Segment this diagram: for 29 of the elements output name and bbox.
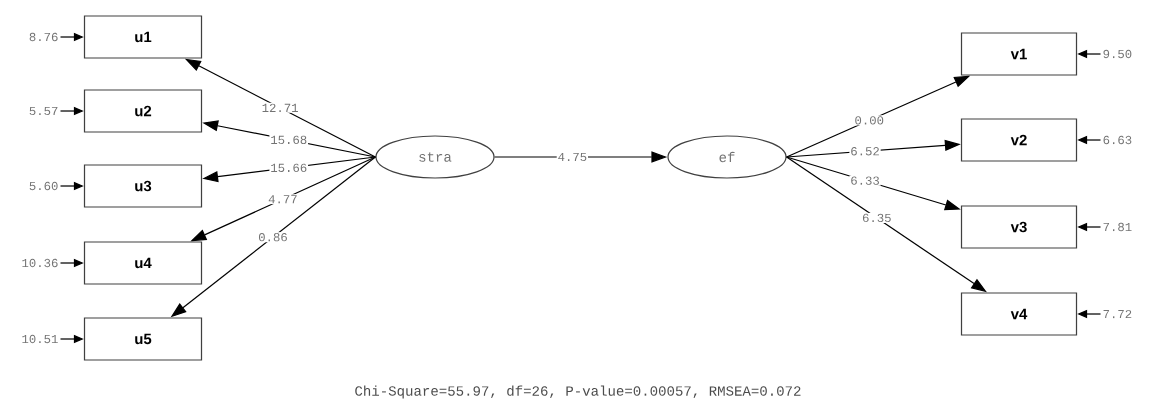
- variable-box: u2: [83, 89, 203, 133]
- variable-box: v2: [960, 118, 1078, 162]
- variable-box: u1: [83, 15, 203, 59]
- error-value: 9.50: [1103, 49, 1132, 59]
- caption: Chi-Square=55.97, df=26, P-value=0.00057, RMSEA=0.072: [355, 385, 801, 399]
- error-value: 5.57: [29, 106, 58, 116]
- edge-label: 0.00: [853, 115, 885, 126]
- edge-label: 6.35: [861, 212, 893, 223]
- error-value: 6.63: [1103, 135, 1132, 145]
- variable-box: u5: [83, 317, 203, 361]
- edge-label: 15.68: [269, 134, 309, 145]
- variable-box: u4: [83, 241, 203, 285]
- error-value: 8.76: [29, 32, 58, 42]
- variable-box: v3: [960, 205, 1078, 249]
- edge-label: 12.71: [260, 102, 300, 113]
- edge-label: 4.77: [267, 194, 299, 205]
- edge-label: 15.66: [269, 162, 309, 173]
- edge-label: 6.52: [849, 146, 881, 157]
- variable-box: v4: [960, 292, 1078, 336]
- error-value: 10.51: [22, 334, 58, 344]
- variable-box: v1: [960, 32, 1078, 76]
- error-value: 7.72: [1103, 309, 1132, 319]
- edge-label: 4.75: [556, 152, 588, 162]
- variable-box: u3: [83, 164, 203, 208]
- edge-label: 6.33: [849, 175, 881, 186]
- error-value: 7.81: [1103, 222, 1132, 232]
- error-value: 5.60: [29, 181, 58, 191]
- error-value: 10.36: [22, 258, 58, 268]
- edge-label: 0.86: [257, 232, 289, 243]
